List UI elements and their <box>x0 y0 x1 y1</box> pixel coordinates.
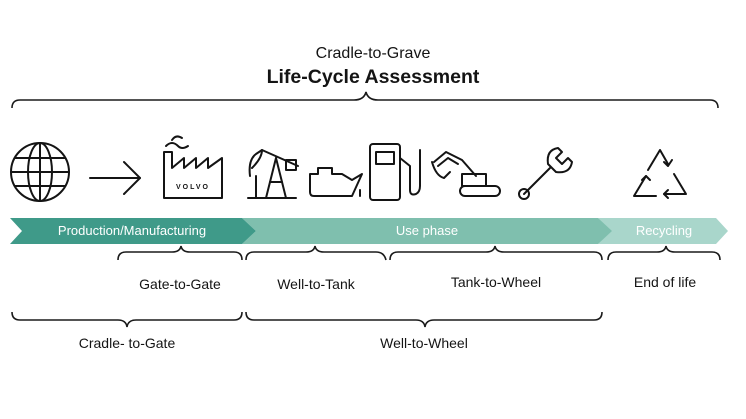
fuel-pump-icon <box>369 143 421 201</box>
phase-arrow-recycling <box>598 218 728 244</box>
label-tank-to-wheel: Tank-to-Wheel <box>450 274 542 290</box>
phase-label-production: Production/Manufacturing <box>57 223 207 238</box>
gate-to-gate-brace <box>117 245 243 261</box>
recycle-icon <box>633 149 687 199</box>
arrow-right-icon <box>89 161 141 195</box>
well-to-wheel-brace <box>245 311 603 328</box>
diagram-subtitle: Cradle-to-Grave <box>315 45 431 62</box>
cradle-to-gate-brace <box>11 311 243 328</box>
tank-to-wheel-brace <box>389 245 603 261</box>
label-cradle-to-gate: Cradle- to-Gate <box>78 335 176 351</box>
label-end-of-life: End of life <box>633 274 697 290</box>
phase-label-use: Use phase <box>395 223 459 238</box>
oil-can-icon <box>309 167 363 197</box>
phase-arrow-production <box>10 218 256 244</box>
factory-logo-text: VOLVO <box>176 184 210 191</box>
phase-label-recycling: Recycling <box>635 223 693 238</box>
factory-icon <box>163 135 223 199</box>
label-well-to-wheel: Well-to-Wheel <box>380 335 468 351</box>
excavator-icon <box>431 151 501 197</box>
diagram-title: Life-Cycle Assessment <box>266 66 480 88</box>
top-brace <box>11 91 719 109</box>
phase-arrow-use <box>242 218 612 244</box>
globe-icon <box>10 142 70 202</box>
end-of-life-brace <box>607 245 721 261</box>
label-well-to-tank: Well-to-Tank <box>277 276 355 292</box>
oil-pump-icon <box>247 149 299 199</box>
well-to-tank-brace <box>245 245 387 261</box>
label-gate-to-gate: Gate-to-Gate <box>139 276 221 292</box>
wrench-icon <box>518 147 573 200</box>
